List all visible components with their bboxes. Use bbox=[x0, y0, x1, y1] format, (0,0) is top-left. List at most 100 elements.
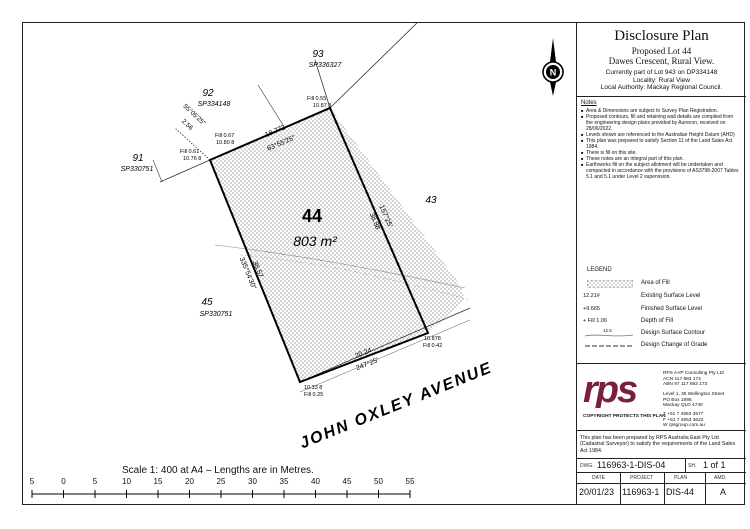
note-item: Earthworks fill on the subject allotment… bbox=[581, 162, 741, 180]
level-br: 10.878 bbox=[424, 336, 441, 342]
scale-number: 15 bbox=[153, 477, 163, 486]
scale-number: 55 bbox=[405, 477, 415, 486]
neighbour-91-ref: SP330751 bbox=[121, 166, 154, 173]
svg-text:rps: rps bbox=[583, 369, 637, 408]
neighbour-45-ref: SP330751 bbox=[200, 311, 233, 318]
plan-info-locality: Locality: Rural View bbox=[633, 76, 690, 84]
company-line: ACN 117 883 173 bbox=[663, 376, 701, 382]
note-item: There is fill on this site. bbox=[581, 150, 741, 156]
divider bbox=[705, 472, 706, 505]
legend-symbol: + Fill 1.06 bbox=[583, 318, 607, 324]
scale-number: 45 bbox=[342, 477, 352, 486]
neighbour-93-ref: SP336327 bbox=[309, 62, 343, 69]
scale-number: 10 bbox=[122, 477, 131, 486]
company-address: Level 1, 35 Wellington Street PO Box 189… bbox=[663, 392, 724, 409]
legend-contour-line bbox=[585, 334, 633, 337]
lot-area: 803 m² bbox=[293, 233, 338, 249]
neighbour-93: 93 bbox=[312, 49, 324, 60]
legend-symbol: 12.5 bbox=[603, 328, 612, 333]
divider bbox=[577, 483, 746, 484]
legend-label: Existing Surface Level bbox=[641, 293, 701, 299]
scale-number: 40 bbox=[311, 477, 320, 486]
dwg-number: 116963-1-DIS-04 bbox=[597, 460, 666, 470]
level-tm: 10.80 8 bbox=[216, 140, 234, 146]
project-value: 116963-1 bbox=[622, 487, 660, 497]
scale-number: 35 bbox=[279, 477, 289, 486]
design-contour bbox=[239, 254, 471, 301]
amd-label: AMD. bbox=[714, 475, 727, 481]
north-label: N bbox=[550, 68, 557, 78]
dim-corner-length: 2.56 bbox=[180, 118, 194, 132]
boundary-line bbox=[314, 59, 331, 109]
road-edge bbox=[299, 319, 471, 393]
site-plan: 44 803 m² 93 SP336327 92 SP334148 91 SP3… bbox=[121, 22, 564, 452]
divider bbox=[577, 430, 746, 431]
company-line: Level 1, 35 Wellington Street bbox=[663, 392, 725, 397]
lot-number: 44 bbox=[302, 206, 322, 226]
company-line: Mackay QLD 4740 bbox=[663, 403, 703, 409]
road-edge bbox=[299, 307, 471, 383]
plan-info-lot: Currently part of Lot 943 on DP334148 bbox=[605, 69, 718, 76]
scale-number: 25 bbox=[216, 477, 226, 486]
company-line: T +61 7 4953 3577 bbox=[663, 412, 704, 417]
plan-title: Disclosure Plan bbox=[614, 28, 709, 44]
neighbour-91: 91 bbox=[132, 153, 143, 164]
plan-info-authority: Local Authority: Mackay Regional Council… bbox=[600, 84, 723, 91]
legend-grade-line bbox=[585, 345, 633, 347]
legend-label: Finished Surface Level bbox=[641, 306, 703, 312]
company-line: PO Box 1895 bbox=[663, 397, 692, 403]
amd-value: A bbox=[720, 487, 727, 497]
level-tr-fill: Fill 0.55 bbox=[307, 96, 326, 102]
neighbour-92: 92 bbox=[202, 88, 214, 99]
boundary-line bbox=[174, 127, 211, 161]
neighbour-43: 43 bbox=[425, 195, 437, 206]
plan-subtitle-lot: Proposed Lot 44 bbox=[631, 46, 692, 56]
boundary-line bbox=[329, 22, 419, 109]
plan-value: DIS-44 bbox=[666, 487, 695, 497]
legend-heading: LEGEND bbox=[587, 267, 612, 273]
scale-number: 20 bbox=[185, 477, 194, 486]
scale-bar bbox=[31, 490, 411, 498]
legend-label: Design Change of Grade bbox=[641, 342, 708, 348]
notes-heading: Notes bbox=[581, 100, 597, 106]
sheet-label: SH. bbox=[688, 463, 697, 469]
legend-fill-swatch bbox=[587, 280, 633, 288]
north-arrow-icon bbox=[542, 38, 564, 96]
legend-label: Depth of Fill bbox=[641, 318, 674, 324]
boundary-line bbox=[159, 159, 211, 183]
lot-44-boundary bbox=[208, 106, 430, 384]
sheet-number: 1 of 1 bbox=[703, 460, 726, 470]
scale-number: 50 bbox=[374, 477, 383, 486]
note-item: These notes are an integral part of this… bbox=[581, 156, 741, 162]
level-tl-fill: Fill 0.61 bbox=[180, 149, 199, 155]
prepared-statement: This plan has been prepared by RPS Austr… bbox=[580, 435, 736, 454]
boundary-line bbox=[257, 84, 284, 126]
divider bbox=[664, 472, 665, 505]
divider bbox=[577, 472, 746, 473]
legend-symbol: 12.21# bbox=[583, 293, 600, 299]
company-details: RPS AAP Consulting Pty Ltd ACN 117 883 1… bbox=[663, 371, 724, 388]
divider bbox=[577, 363, 746, 364]
note-item: Levels shown are referenced to the Austr… bbox=[581, 132, 741, 138]
scale-text: Scale 1: 400 at A4 – Lengths are in Metr… bbox=[122, 465, 314, 476]
level-bl: 10.33 8 bbox=[304, 385, 322, 391]
neighbour-92-ref: SP334148 bbox=[198, 101, 231, 108]
legend-label: Design Surface Contour bbox=[641, 330, 706, 336]
note-item: This plan was prepared to satisfy Sectio… bbox=[581, 138, 741, 150]
company-line: RPS AAP Consulting Pty Ltd bbox=[663, 371, 724, 376]
company-line: W rpsgroup.com.au bbox=[663, 423, 705, 429]
copyright-notice: COPYRIGHT PROTECTS THIS PLAN bbox=[583, 414, 666, 419]
company-contact: T +61 7 4953 3577 F +61 7 4953 3622 W rp… bbox=[663, 412, 705, 429]
project-label: PROJECT bbox=[630, 475, 654, 481]
notes-list: Area & Dimensions are subject to Survey … bbox=[581, 108, 741, 180]
scale-number: 5 bbox=[29, 477, 35, 486]
scale-number: 0 bbox=[61, 477, 66, 486]
level-tr: 10.87 8 bbox=[313, 103, 331, 109]
plan-subtitle-street: Dawes Crescent, Rural View. bbox=[608, 56, 715, 66]
title-block: Disclosure Plan Proposed Lot 44 Dawes Cr… bbox=[576, 22, 746, 505]
legend-symbol: +9.665 bbox=[583, 306, 600, 312]
divider bbox=[577, 458, 746, 459]
company-line: ABN 97 117 883 173 bbox=[663, 382, 708, 388]
note-item: Proposed contours, fill and retaining wa… bbox=[581, 114, 741, 132]
company-line: F +61 7 4953 3622 bbox=[663, 417, 704, 423]
